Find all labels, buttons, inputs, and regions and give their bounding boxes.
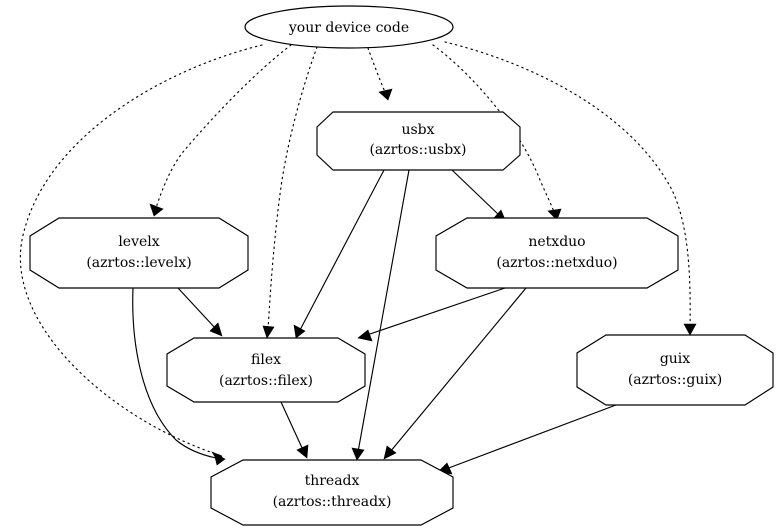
node-filex[interactable]: filex (azrtos::filex) [166,337,366,403]
edge-device-to-usbx [367,47,393,101]
node-guix[interactable]: guix (azrtos::guix) [576,334,774,406]
node-guix-package: (azrtos::guix) [628,372,722,388]
node-levelx-shape [29,217,249,289]
node-guix-label: guix [660,351,690,367]
node-usbx-label: usbx [401,122,434,138]
node-device-code-shape [244,5,454,49]
node-levelx-label: levelx [118,234,159,250]
node-usbx-package: (azrtos::usbx) [369,142,466,158]
node-usbx-shape [316,111,521,171]
node-netxduo[interactable]: netxduo (azrtos::netxduo) [435,217,679,289]
node-netxduo-label: netxduo [528,234,585,250]
edge-filex-to-threadx [280,401,309,459]
node-filex-shape [166,337,366,403]
node-levelx-package: (azrtos::levelx) [86,255,191,271]
edge-netxduo-to-filex [357,287,506,342]
edge-usbx-to-filex [293,169,385,339]
node-filex-label: filex [251,352,281,368]
edge-layer [19,41,697,475]
node-layer: your device code usbx (azrtos::usbx) lev… [29,5,774,526]
edge-usbx-to-threadx [351,169,410,461]
node-threadx-label: threadx [305,473,360,489]
edge-usbx-to-netxduo [451,169,507,223]
edge-levelx-to-threadx [132,287,226,466]
edge-device-to-filex [262,46,318,339]
edge-netxduo-to-threadx [383,287,527,460]
node-device-code[interactable]: your device code [244,5,454,49]
node-threadx[interactable]: threadx (azrtos::threadx) [210,459,454,526]
edge-device-to-netxduo [432,44,562,221]
node-threadx-shape [210,459,454,526]
node-netxduo-shape [435,217,679,289]
edge-device-to-levelx [149,44,292,217]
node-levelx[interactable]: levelx (azrtos::levelx) [29,217,249,289]
edge-levelx-to-filex [177,287,223,337]
node-threadx-package: (azrtos::threadx) [273,494,392,510]
node-usbx[interactable]: usbx (azrtos::usbx) [316,111,521,171]
node-device-code-label: your device code [288,20,409,36]
edge-device-to-guix [444,41,697,336]
node-netxduo-package: (azrtos::netxduo) [496,255,617,271]
edge-guix-to-threadx [437,404,617,475]
node-guix-shape [576,334,774,406]
node-filex-package: (azrtos::filex) [219,373,313,389]
